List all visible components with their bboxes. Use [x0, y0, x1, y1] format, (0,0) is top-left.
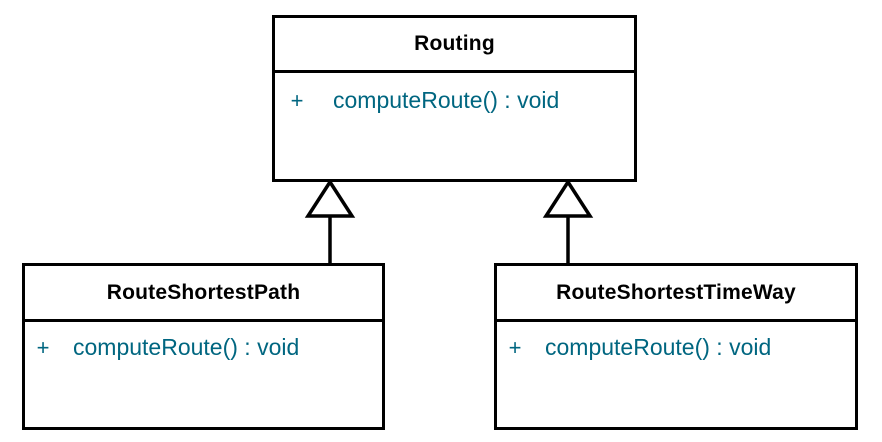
class-name-route-shortest-time-way: RouteShortestTimeWay	[556, 280, 796, 304]
class-section-divider	[275, 70, 634, 73]
class-member-row[interactable]: + computeRoute() : void	[497, 334, 855, 361]
member-signature: computeRoute() : void	[73, 334, 300, 360]
member-visibility: +	[290, 87, 304, 113]
class-members-routing: + computeRoute() : void	[275, 73, 634, 179]
member-signature: computeRoute() : void	[545, 334, 772, 360]
class-members-route-shortest-time-way: + computeRoute() : void	[497, 322, 855, 427]
uml-class-route-shortest-path[interactable]: RouteShortestPath + computeRoute() : voi…	[22, 263, 385, 430]
class-name-route-shortest-path: RouteShortestPath	[106, 280, 301, 304]
class-section-divider	[25, 319, 382, 322]
member-signature: computeRoute() : void	[333, 87, 560, 113]
generalization-left	[304, 178, 356, 264]
class-members-route-shortest-path: + computeRoute() : void	[25, 322, 382, 427]
uml-class-routing[interactable]: Routing + computeRoute() : void	[272, 15, 637, 182]
class-name-routing: Routing	[414, 32, 495, 55]
class-section-divider	[497, 319, 855, 322]
uml-class-route-shortest-time-way[interactable]: RouteShortestTimeWay + computeRoute() : …	[494, 263, 858, 430]
class-member-row[interactable]: + computeRoute() : void	[275, 87, 634, 114]
generalization-left-arrowhead-icon	[304, 178, 356, 218]
generalization-right	[542, 178, 594, 264]
generalization-right-arrowhead-icon	[542, 178, 594, 218]
class-member-row[interactable]: + computeRoute() : void	[25, 334, 382, 361]
member-visibility: +	[508, 334, 522, 360]
member-visibility: +	[36, 334, 50, 360]
